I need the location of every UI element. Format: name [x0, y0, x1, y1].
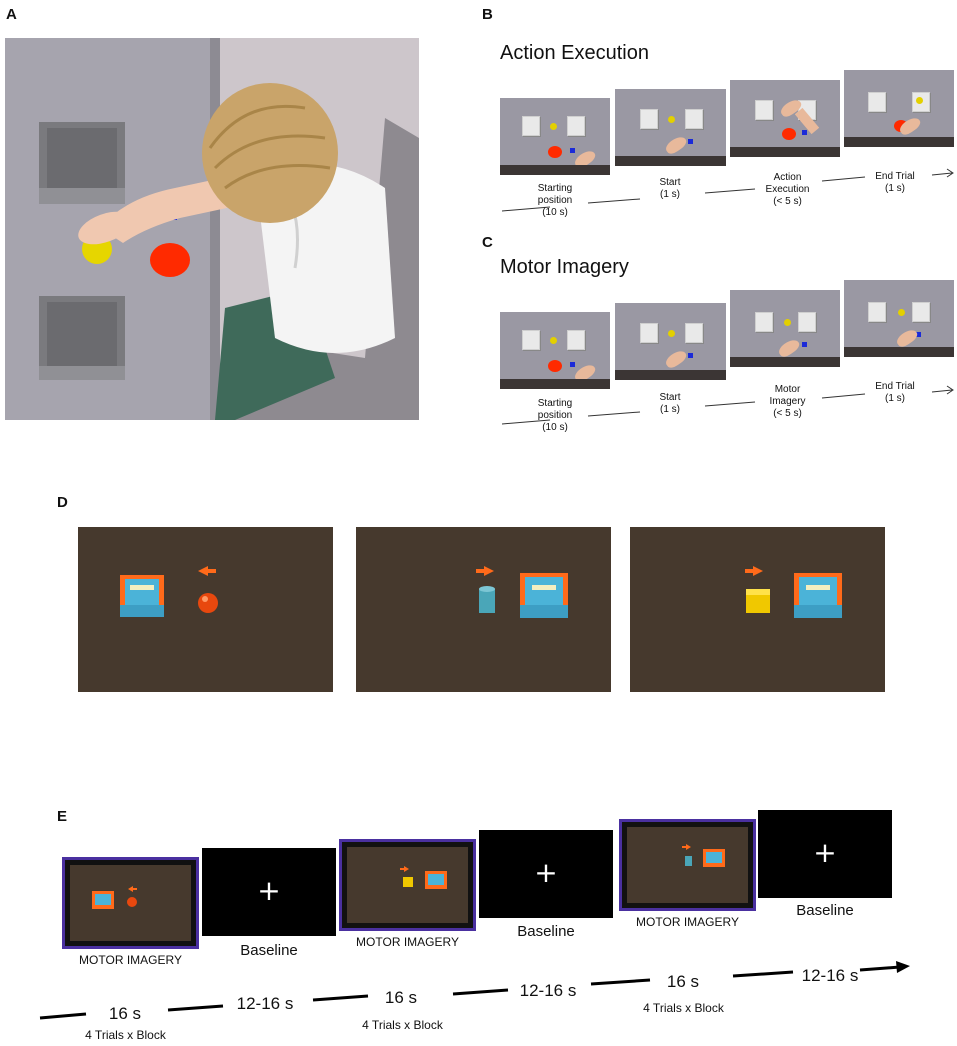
motor-imagery-screen-3: [619, 819, 756, 911]
mi-step-2-label: Start (1 s): [659, 392, 681, 415]
mi-step-3-thumbnail: [730, 290, 840, 367]
block-duration-1: 16 s: [108, 1004, 142, 1023]
baseline-screen-2: +: [479, 830, 613, 918]
motor-imagery-screen-1-stimulus: [92, 886, 137, 909]
ae-step-2-label: Start (1 s): [659, 177, 681, 200]
ae-step-2-thumbnail: [615, 89, 726, 166]
panel-letter-d: D: [57, 494, 68, 511]
fixation-cross-icon: +: [813, 836, 837, 869]
motor-imagery-screen-1: [62, 857, 199, 949]
action-execution-title: Action Execution: [500, 42, 649, 64]
panel-a-scene: [5, 38, 419, 420]
motor-imagery-label-2: MOTOR IMAGERY: [356, 935, 459, 949]
ae-step-4-label: End Trial (1 s): [875, 171, 915, 194]
ae-step-3-label: Action Execution (< 5 s): [765, 172, 810, 207]
motor-imagery-label-3: MOTOR IMAGERY: [636, 915, 739, 929]
block-duration-3: 16 s: [666, 972, 700, 991]
stimulus-photo-cylinder: [356, 527, 611, 692]
mi-step-4-thumbnail: [844, 280, 954, 357]
baseline-duration-3: 12-16 s: [801, 966, 859, 985]
stimulus-photo-cube: [630, 527, 885, 692]
motor-imagery-label-1: MOTOR IMAGERY: [79, 953, 182, 967]
block-trials-2: 4 Trials x Block: [362, 1018, 443, 1032]
ae-timeline-line: [501, 168, 954, 212]
ae-step-3-thumbnail: [730, 80, 840, 157]
stimulus-photo-cube-scene: [745, 566, 842, 618]
avatar-scene-illustration: [5, 38, 419, 420]
mi-step-3-label: Motor Imagery (< 5 s): [769, 384, 806, 419]
baseline-duration-1: 12-16 s: [236, 994, 294, 1013]
ae-step-1-label: Starting position (10 s): [537, 183, 573, 218]
motor-imagery-title: Motor Imagery: [500, 256, 629, 278]
mi-step-1-thumbnail: [500, 312, 610, 389]
stimulus-photo-ball: [78, 527, 333, 692]
fixation-cross-icon: +: [257, 874, 281, 907]
motor-imagery-screen-2: [339, 839, 476, 931]
baseline-label-2: Baseline: [517, 923, 575, 940]
mi-step-4-label: End Trial (1 s): [875, 381, 915, 404]
ae-step-4-thumbnail: [844, 70, 954, 147]
mi-step-2-thumbnail: [615, 303, 726, 380]
baseline-duration-2: 12-16 s: [519, 981, 577, 1000]
motor-imagery-screen-3-stimulus: [682, 844, 725, 867]
motor-imagery-screen-2-stimulus: [400, 866, 447, 889]
fixation-cross-icon: +: [534, 856, 558, 889]
mi-timeline-line: [501, 385, 954, 425]
block-trials-1: 4 Trials x Block: [85, 1028, 166, 1042]
ae-step-1-thumbnail: [500, 98, 610, 175]
baseline-screen-3: +: [758, 810, 892, 898]
baseline-label-3: Baseline: [796, 902, 854, 919]
block-trials-3: 4 Trials x Block: [643, 1001, 724, 1015]
baseline-screen-1: +: [202, 848, 336, 936]
panel-letter-e: E: [57, 808, 68, 825]
stimulus-photo-ball-scene: [120, 566, 218, 617]
stimulus-photo-cylinder-scene: [476, 566, 568, 618]
mi-step-1-label: Starting position (10 s): [537, 398, 573, 433]
block-duration-2: 16 s: [384, 988, 418, 1007]
panel-letter-c: C: [482, 234, 493, 251]
panel-letter-a: A: [6, 6, 17, 23]
block-timeline-line: [39, 961, 910, 1020]
baseline-label-1: Baseline: [240, 942, 298, 959]
panel-letter-b: B: [482, 6, 493, 23]
